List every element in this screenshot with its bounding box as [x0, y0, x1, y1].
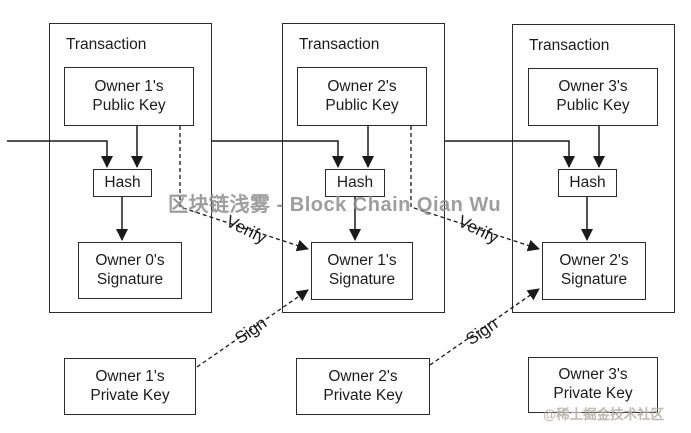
public-key-box-1: Owner 1's Public Key	[64, 67, 194, 126]
center-watermark: 区块链浅雾 - Block Chain Qian Wu	[168, 194, 502, 216]
verify-label-2: Verify	[454, 211, 502, 248]
sign-label-2: Sign	[462, 314, 502, 349]
signature-box-1: Owner 0's Signature	[78, 242, 182, 299]
private-key-box-2: Owner 2's Private Key	[296, 358, 430, 415]
hash-box-3: Hash	[558, 169, 617, 197]
transaction-2-title: Transaction	[299, 36, 380, 53]
verify-label-1: Verify	[222, 211, 270, 248]
signature-box-3: Owner 2's Signature	[542, 242, 646, 300]
public-key-box-3: Owner 3's Public Key	[528, 68, 658, 126]
private-key-box-3: Owner 3's Private Key	[528, 357, 658, 413]
corner-watermark: @稀土掘金技术社区	[543, 407, 665, 422]
public-key-box-2: Owner 2's Public Key	[297, 67, 427, 126]
sign-label-1: Sign	[231, 313, 271, 348]
private-key-box-1: Owner 1's Private Key	[64, 358, 196, 415]
hash-box-1: Hash	[93, 169, 152, 197]
transaction-3-title: Transaction	[529, 37, 610, 54]
hash-box-2: Hash	[325, 169, 385, 197]
signature-box-2: Owner 1's Signature	[311, 242, 413, 300]
transaction-1-title: Transaction	[66, 36, 147, 53]
